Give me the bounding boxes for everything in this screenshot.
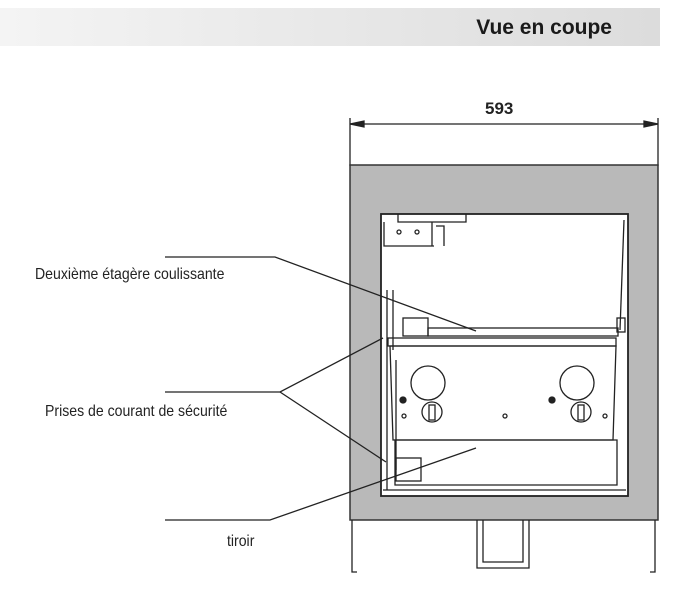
cabinet-feet (351, 520, 656, 573)
dimension-arrows (349, 120, 659, 128)
section-title: Vue en coupe (476, 16, 612, 39)
top-bracket (383, 214, 467, 247)
safety-socket-right (559, 365, 595, 401)
cabinet-interior (380, 213, 629, 497)
callout-label-drawer: tiroir (227, 533, 255, 550)
callout-label-sockets: Prises de courant de sécurité (45, 403, 228, 420)
callout-label-shelf: Deuxième étagère coulissante (35, 266, 225, 283)
drawer (394, 439, 618, 486)
callout-line-shelf (165, 256, 477, 332)
section-header: Vue en coupe (0, 8, 660, 46)
width-dimension-label: 593 (485, 99, 514, 118)
callout-line-sockets-lower (279, 391, 387, 463)
callout-line-drawer (165, 447, 477, 521)
safety-socket-left (410, 365, 446, 401)
